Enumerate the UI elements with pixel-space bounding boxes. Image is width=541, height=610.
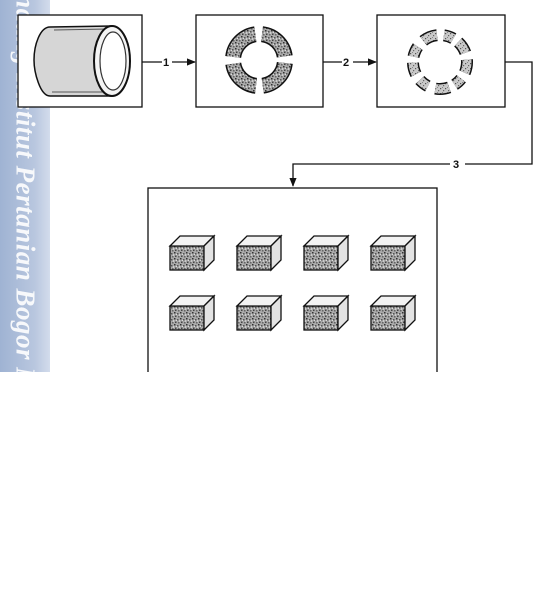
segmented-ring-box [196,15,323,107]
cube-icon [170,236,214,270]
step-1-label: 1 [163,57,169,69]
step-3-label: 3 [453,159,459,171]
cube-icon [237,236,281,270]
cube-icon [170,296,214,330]
cylinder-icon [34,26,130,96]
segmented-ring-node [196,15,323,107]
cube-icon [237,296,281,330]
cube-icon [304,236,348,270]
cube-icon [304,296,348,330]
cube-samples-node [148,188,437,372]
cube-samples-box [148,188,437,372]
cylinder-sample-node [18,15,142,107]
cube-icon [371,236,415,270]
arrow-step-1: 1 [142,57,195,69]
step-2-label: 2 [343,57,349,69]
fragmented-ring-node [377,15,505,107]
arrow-step-2: 2 [323,57,376,69]
cube-icon [371,296,415,330]
process-diagram: 1 2 3 [0,0,541,372]
